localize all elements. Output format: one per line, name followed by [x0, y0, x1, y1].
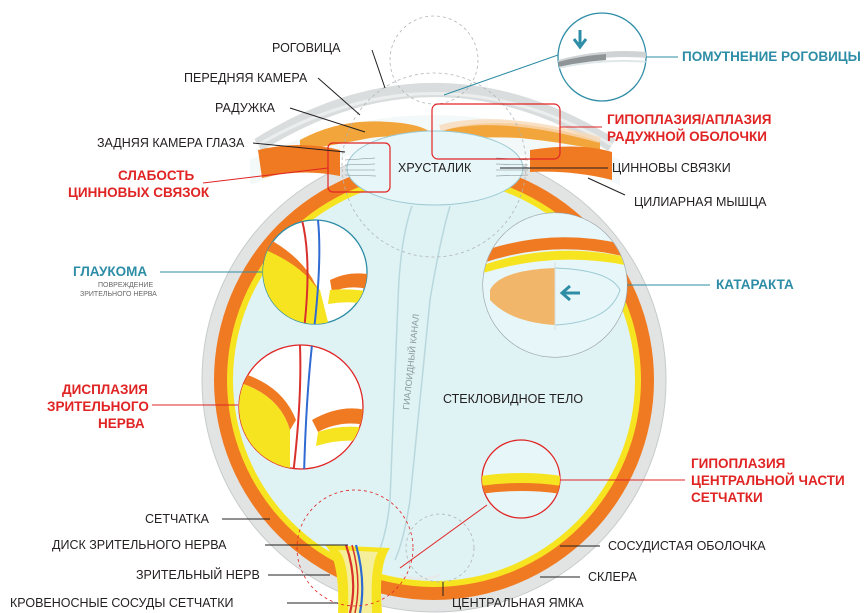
- label-glaucoma-sub-2: ЗРИТЕЛЬНОГО НЕРВА: [80, 291, 157, 298]
- foveal-hypoplasia-zoom: [480, 440, 562, 518]
- label-zonule-weakness-2: ЦИННОВЫХ СВЯЗОК: [68, 185, 210, 200]
- label-zonule-weakness-1: СЛАБОСТЬ: [118, 168, 194, 183]
- label-glaucoma: ГЛАУКОМА: [73, 264, 147, 279]
- label-iris-hypoplasia-1: ГИПОПЛАЗИЯ/АПЛАЗИЯ: [607, 112, 771, 127]
- label-glaucoma-sub-1: ПОВРЕЖДЕНИЕ: [98, 282, 153, 289]
- label-zonules: ЦИННОВЫ СВЯЗКИ: [612, 161, 731, 175]
- label-foveal-hypoplasia-1: ГИПОПЛАЗИЯ: [691, 456, 785, 471]
- label-foveal-hypoplasia-3: СЕТЧАТКИ: [691, 490, 763, 505]
- label-cataract: КАТАРАКТА: [716, 277, 794, 292]
- label-fovea: ЦЕНТРАЛЬНАЯ ЯМКА: [452, 596, 584, 610]
- label-vitreous: СТЕКЛОВИДНОЕ ТЕЛО: [443, 392, 583, 406]
- label-corneal-opacity: ПОМУТНЕНИЕ РОГОВИЦЫ: [682, 49, 861, 64]
- label-choroid: СОСУДИСТАЯ ОБОЛОЧКА: [608, 539, 766, 553]
- label-foveal-hypoplasia-2: ЦЕНТРАЛЬНОЙ ЧАСТИ: [691, 473, 845, 488]
- label-optic-dysplasia-1: ДИСПЛАЗИЯ: [62, 382, 148, 397]
- label-optic-disc: ДИСК ЗРИТЕЛЬНОГО НЕРВА: [52, 538, 227, 552]
- label-anterior-chamber: ПЕРЕДНЯЯ КАМЕРА: [184, 71, 308, 85]
- label-ciliary-muscle: ЦИЛИАРНАЯ МЫШЦА: [634, 195, 767, 209]
- label-retinal-vessels: КРОВЕНОСНЫЕ СОСУДЫ СЕТЧАТКИ: [10, 596, 234, 610]
- label-optic-nerve: ЗРИТЕЛЬНЫЙ НЕРВ: [136, 567, 260, 582]
- label-sclera: СКЛЕРА: [588, 570, 637, 584]
- label-iris-hypoplasia-2: РАДУЖНОЙ ОБОЛОЧКИ: [607, 129, 767, 144]
- label-cornea: РОГОВИЦА: [272, 41, 341, 55]
- corneal-opacity-zoom: [558, 13, 648, 101]
- label-iris: РАДУЖКА: [215, 101, 276, 115]
- label-optic-dysplasia-3: НЕРВА: [98, 416, 145, 431]
- label-posterior-chamber: ЗАДНЯЯ КАМЕРА ГЛАЗА: [97, 136, 245, 150]
- label-optic-dysplasia-2: ЗРИТЕЛЬНОГО: [47, 399, 149, 414]
- label-lens: ХРУСТАЛИК: [398, 161, 472, 175]
- label-retina: СЕТЧАТКА: [145, 512, 210, 526]
